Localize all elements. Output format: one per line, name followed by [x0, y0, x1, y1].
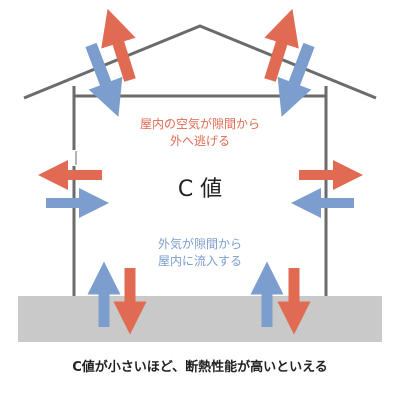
inflow-text-line1: 外気が隙間から — [158, 236, 242, 251]
ground-slab — [18, 296, 382, 342]
inflow-arrow-roof-right — [277, 42, 315, 117]
outflow-arrow-roof-right — [264, 8, 299, 82]
outflow-text-line2: 外へ逃げる — [170, 134, 230, 148]
inflow-arrow-roof-left — [85, 42, 123, 117]
center-label: C 値 — [178, 177, 222, 202]
wall-gap — [70, 150, 78, 166]
outflow-arrow-roof-left — [101, 8, 136, 82]
roof — [23, 24, 377, 100]
caption: C値が小さいほど、断熱性能が高いといえる — [72, 359, 328, 375]
inflow-text-line2: 屋内に流入する — [158, 254, 242, 268]
outflow-text-line1: 屋内の空気が隙間から — [140, 116, 260, 131]
